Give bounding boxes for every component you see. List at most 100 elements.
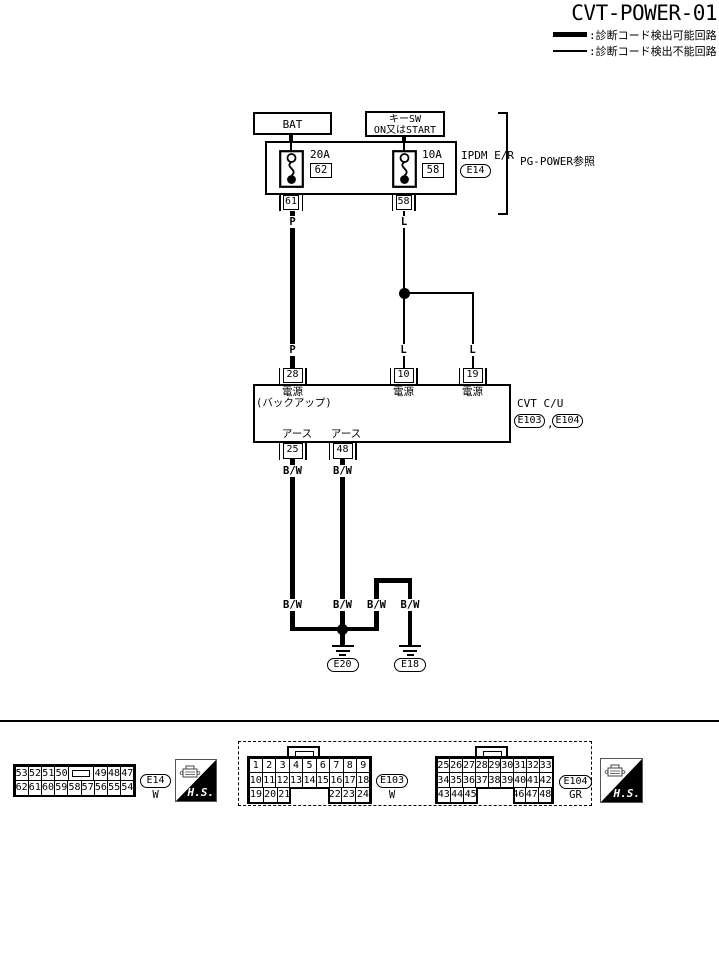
connector-e103-color: W (388, 789, 396, 801)
page-title: CVT-POWER-01 (571, 1, 717, 25)
junction-dot (336, 623, 349, 635)
wire-color-label-p: P (287, 216, 298, 228)
terminal-58-number: 58 (395, 195, 412, 210)
connector-key-cell (67, 765, 95, 781)
pin-cell: 57 (80, 780, 95, 796)
pin-cell: 29 (487, 757, 502, 774)
pin-cell: 59 (54, 780, 69, 796)
wire-segment (290, 143, 292, 151)
harness-side-badge: H.S. (175, 759, 217, 802)
wire-segment (403, 143, 405, 151)
pin-cell: 12 (275, 772, 290, 788)
ipdm-connector-text: E14 (466, 165, 485, 176)
pin-cell: 11 (261, 772, 277, 788)
pin-cell: 38 (487, 772, 502, 788)
connector-e104-text: E104 (563, 776, 588, 787)
pin-cell: 3 (275, 757, 290, 774)
cvt-connector2-oval: E104 (552, 414, 583, 428)
wire-color-label-p: P (287, 344, 298, 356)
terminal-10-number: 10 (393, 368, 414, 383)
pin-cell: 36 (462, 772, 476, 788)
pin-cell: 44 (449, 786, 465, 803)
terminal-58: 58 (391, 195, 416, 211)
wire-bw-bridge-top (374, 578, 413, 583)
pin-cell: 10 (248, 772, 263, 788)
connector-e14-text: E14 (146, 775, 165, 786)
connector-e14-oval: E14 (140, 774, 171, 788)
wire-l-branch-horizontal (404, 291, 474, 294)
legend-detectable-label: :診断コード検出可能回路 (589, 29, 717, 42)
pin-cell: 54 (120, 780, 135, 796)
pin-cell: 28 (474, 757, 489, 774)
pin-cell: 49 (93, 765, 108, 781)
cvt-connector2-text: E104 (555, 415, 580, 426)
wire-color-label-l: L (398, 216, 410, 228)
key-sw-line1: キーSW (388, 114, 422, 125)
cvt-cu-box (253, 384, 511, 443)
connector-e103-oval: E103 (376, 774, 408, 788)
ground-symbol (398, 645, 422, 657)
connector-e104-notch (475, 787, 515, 804)
terminal-19-number: 19 (462, 368, 483, 383)
pin-cell: 17 (342, 772, 357, 788)
hs-label: H.S. (613, 787, 641, 800)
terminal-28-function: 電源 (282, 386, 303, 398)
legend-thick-swatch (553, 32, 587, 37)
connector-separator: , (547, 417, 554, 430)
cvt-connector1-text: E103 (517, 415, 542, 426)
ground-point-e18-text: E18 (400, 659, 420, 670)
pin-cell: 20 (262, 786, 278, 803)
wire-bw-bottom-horizontal (290, 626, 379, 631)
pin-cell: 53 (14, 765, 29, 781)
terminal-19-function: 電源 (462, 386, 483, 398)
pg-power-ref-label: PG-POWER参照 (520, 155, 595, 168)
reference-bracket-arm (498, 213, 508, 215)
wire-p (290, 211, 295, 369)
key-sw-line2: ON又はSTART (373, 125, 437, 136)
cvt-cu-label: CVT C/U (517, 397, 564, 410)
pin-cell: 25 (436, 757, 451, 774)
wire-segment (340, 631, 345, 645)
wire-bw (340, 459, 345, 633)
fuse-icon (278, 150, 304, 188)
pin-cell: 50 (54, 765, 69, 781)
pin-cell: 55 (107, 780, 122, 796)
pin-cell: 5 (302, 757, 317, 774)
pin-cell: 41 (525, 772, 540, 788)
ground-point-e18-oval: E18 (394, 658, 426, 672)
connector-e104-color: GR (569, 789, 582, 801)
pin-cell: 9 (356, 757, 371, 774)
pin-cell: 19 (248, 786, 264, 803)
reference-bracket-arm (498, 112, 508, 114)
terminal-61: 61 (279, 195, 303, 211)
wire-color-label-bw: B/W (281, 465, 304, 477)
pin-cell: 60 (40, 780, 56, 796)
connector-icon (179, 765, 201, 778)
connector-e104-oval: E104 (559, 775, 592, 789)
pin-cell: 39 (500, 772, 515, 788)
junction-dot (398, 287, 410, 299)
legend-undetectable-label: :診断コード検出不能回路 (589, 45, 717, 58)
pin-cell: 52 (27, 765, 43, 781)
pin-cell: 40 (513, 772, 527, 788)
terminal-19: 19 (458, 368, 487, 384)
backup-label: (バックアップ) (256, 397, 332, 409)
key-sw-box: キーSW ON又はSTART (365, 111, 445, 137)
wire-color-label-bw: B/W (331, 599, 354, 611)
pin-cell: 2 (261, 757, 277, 774)
connector-e103-text: E103 (379, 775, 405, 786)
pin-cell: 35 (449, 772, 464, 788)
wire-color-label-bw: B/W (365, 599, 388, 611)
terminal-28-number: 28 (282, 368, 303, 383)
pin-cell: 13 (288, 772, 304, 788)
fuse2-number: 58 (422, 163, 444, 178)
pin-cell: 47 (524, 786, 539, 803)
pin-cell: 51 (41, 765, 56, 781)
wire-color-label-bw: B/W (331, 465, 354, 477)
ground-symbol (331, 645, 355, 657)
pin-cell: 42 (538, 772, 553, 788)
